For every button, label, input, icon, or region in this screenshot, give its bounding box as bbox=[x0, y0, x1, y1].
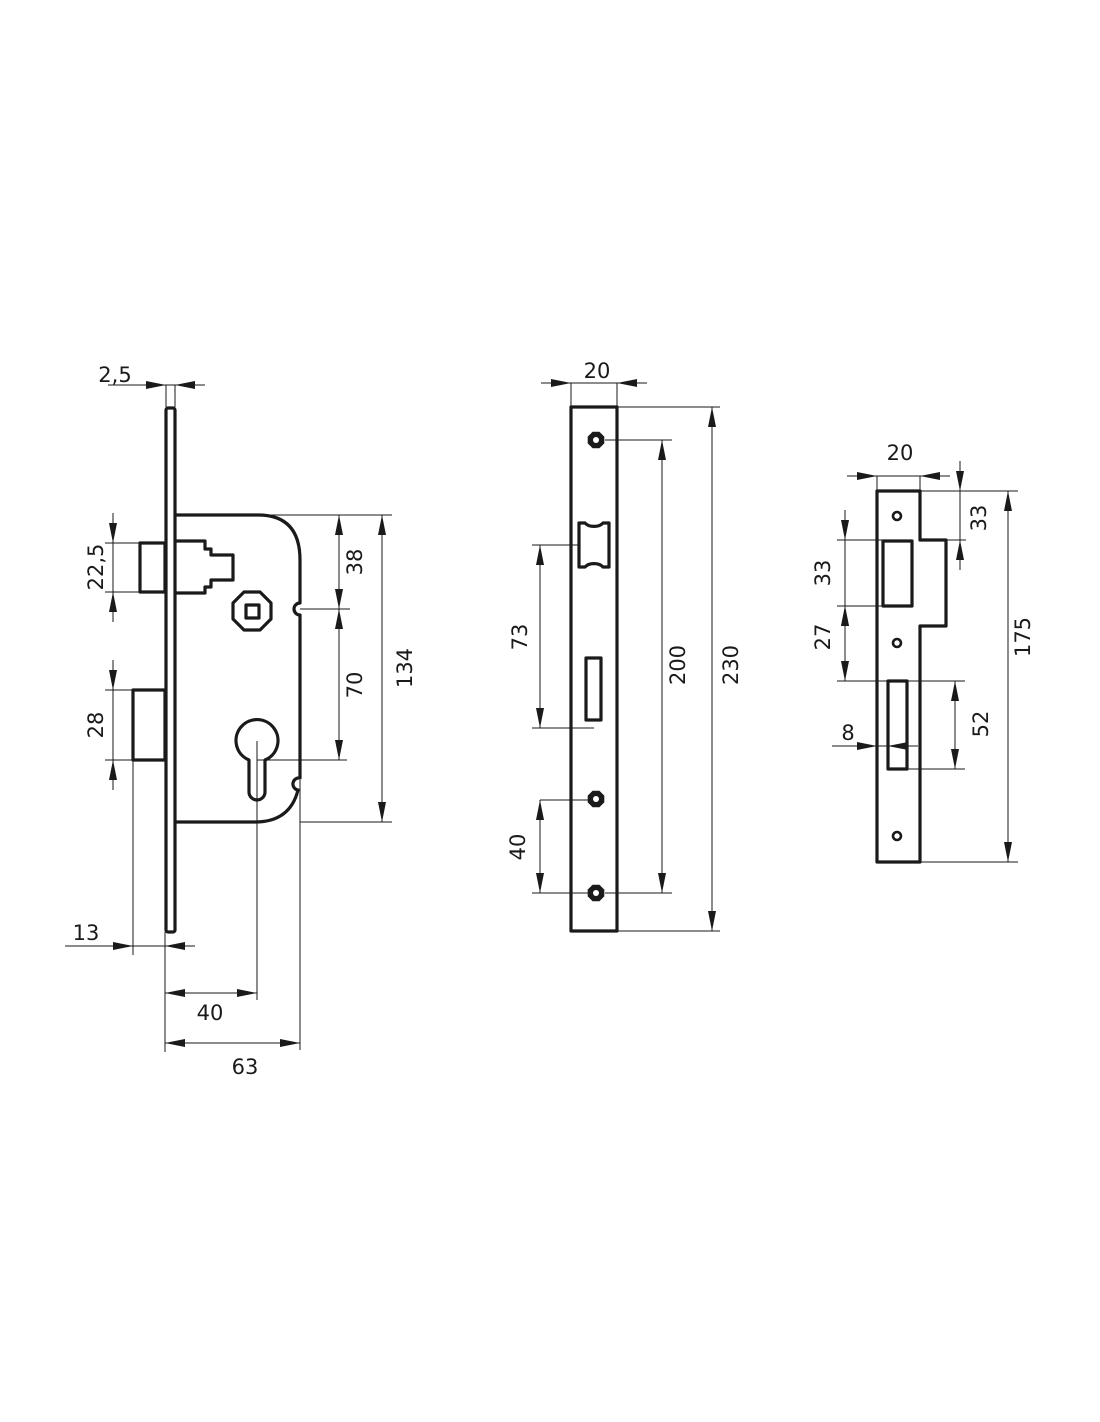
strike-bolt-hole bbox=[886, 679, 909, 771]
label-faceplate-length: 230 bbox=[719, 645, 743, 685]
label-latch-height: 22,5 bbox=[84, 544, 108, 591]
label-strike-width: 20 bbox=[887, 441, 914, 465]
latch-tail bbox=[175, 539, 235, 595]
label-bolt-hole-height: 52 bbox=[969, 711, 993, 738]
screw-hole-center bbox=[593, 796, 599, 802]
screw-hole-center bbox=[593, 437, 599, 443]
strike-plate-view bbox=[875, 489, 948, 864]
label-follower-to-cylinder: 70 bbox=[343, 672, 367, 699]
label-latch-to-bolt: 73 bbox=[508, 624, 532, 651]
faceplate-front-view bbox=[569, 405, 619, 933]
extension-lines bbox=[105, 383, 1018, 1052]
bolt-opening bbox=[584, 656, 603, 722]
strike-latch-hole bbox=[881, 539, 914, 608]
screw-hole-icon bbox=[891, 637, 903, 649]
label-lip-offset: 33 bbox=[967, 505, 991, 532]
label-bolt-hole-width: 8 bbox=[841, 721, 854, 745]
dimension-lines bbox=[65, 379, 1012, 1047]
lock-faceplate bbox=[164, 406, 177, 934]
label-faceplate-width: 20 bbox=[584, 359, 611, 383]
label-case-depth: 63 bbox=[232, 1055, 259, 1079]
faceplate-outline bbox=[569, 405, 619, 933]
label-top-to-follower: 38 bbox=[343, 549, 367, 576]
follower-square-icon bbox=[244, 603, 261, 620]
label-strike-length: 175 bbox=[1011, 617, 1035, 657]
label-deadbolt-throw: 13 bbox=[73, 921, 100, 945]
label-hole-gap: 27 bbox=[811, 624, 835, 651]
strike-plate-outline bbox=[875, 489, 948, 864]
label-backset: 40 bbox=[197, 1001, 224, 1025]
screw-holes bbox=[587, 431, 903, 902]
screw-hole-center bbox=[593, 890, 599, 896]
cylinder-hole bbox=[234, 718, 280, 802]
latch-bolt bbox=[138, 541, 167, 594]
label-lower-screw-spacing: 40 bbox=[506, 834, 530, 861]
label-faceplate-thickness: 2,5 bbox=[98, 363, 131, 387]
mortise-lock-view bbox=[131, 406, 302, 934]
deadbolt bbox=[131, 688, 167, 762]
lock-case bbox=[175, 513, 302, 824]
label-case-height: 134 bbox=[393, 648, 417, 688]
screw-hole-icon bbox=[891, 510, 903, 522]
screw-hole-icon bbox=[891, 830, 903, 842]
dimension-labels: 2,5 22,5 28 38 70 134 13 40 63 20 230 200 73 40 20 33 33… bbox=[73, 359, 1035, 1079]
latch-opening bbox=[577, 521, 611, 569]
label-deadbolt-height: 28 bbox=[84, 712, 108, 739]
label-screw-spacing: 200 bbox=[666, 645, 690, 685]
follower-hub bbox=[231, 590, 273, 632]
label-latch-hole-height: 33 bbox=[811, 560, 835, 587]
